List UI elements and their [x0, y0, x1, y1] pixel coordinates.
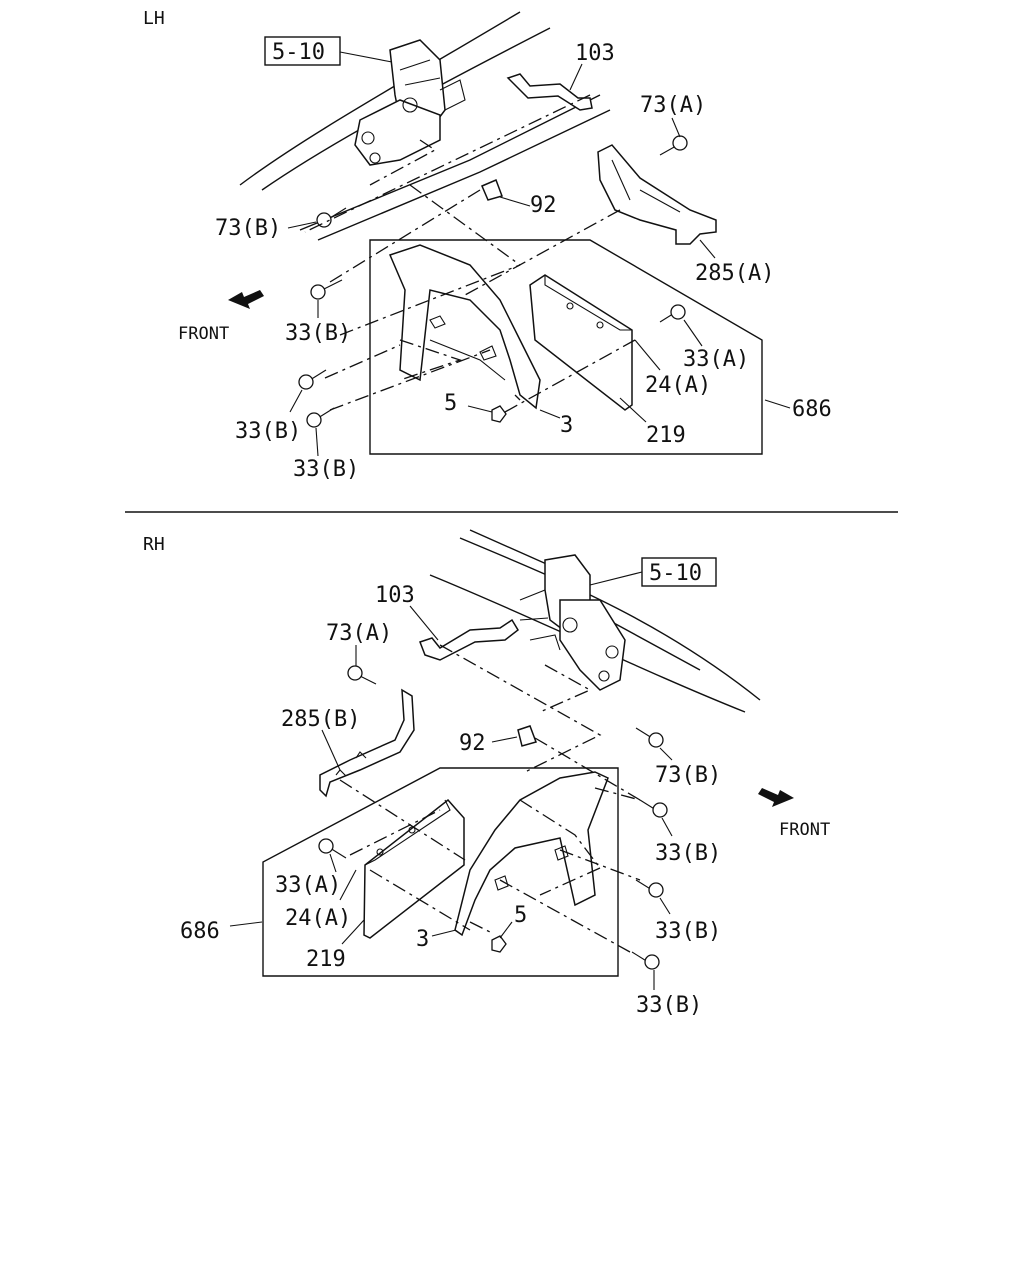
lh-callout-103: 103 — [575, 41, 615, 66]
rh-bolt-33b-1 — [639, 799, 668, 818]
lh-callout-73b: 73(B) — [215, 216, 281, 241]
rh-callout-73b: 73(B) — [655, 763, 721, 788]
rh-bolt-33a — [318, 838, 347, 859]
lh-bolt-73a — [659, 135, 688, 156]
rh-bracket-285b — [319, 688, 415, 798]
lh-engine-mount-bracket — [354, 39, 466, 166]
lh-mudguard-bracket-3 — [388, 244, 541, 410]
rh-bolt-33b-2 — [635, 879, 664, 898]
rh-section: RH — [143, 529, 830, 1018]
lh-bolt-33b-1 — [310, 279, 343, 300]
rh-bolt-33b-3 — [631, 951, 660, 970]
lh-callout-219: 219 — [646, 423, 686, 448]
rh-mudguard-plate-219 — [363, 798, 465, 939]
rh-callout-3: 3 — [416, 927, 429, 952]
lh-frame-rail — [239, 11, 611, 241]
lh-clip-92 — [481, 179, 503, 201]
rh-leader-lines — [229, 605, 673, 990]
lh-callout-33b-3: 33(B) — [293, 457, 359, 482]
rh-bracket-103 — [419, 618, 519, 661]
lh-nut-5 — [491, 405, 507, 423]
lh-callout-73a: 73(A) — [640, 93, 706, 118]
lh-front-label: FRONT — [178, 324, 229, 344]
lh-mudguard-plate-219 — [529, 274, 633, 411]
lh-callout-5: 5 — [444, 391, 457, 416]
lh-callout-3: 3 — [560, 413, 573, 438]
rh-front-arrow-icon — [758, 788, 794, 807]
rh-callout-73a: 73(A) — [326, 621, 392, 646]
rh-mudguard-bracket-3 — [454, 771, 609, 937]
rh-callout-5: 5 — [514, 903, 527, 928]
rh-clip-92 — [517, 725, 537, 747]
rh-callout-33a: 33(A) — [275, 873, 341, 898]
lh-callout-33a: 33(A) — [683, 347, 749, 372]
lh-bracket-285a — [597, 144, 717, 245]
rh-bolt-73b — [635, 727, 664, 748]
rh-callout-33b-1: 33(B) — [655, 841, 721, 866]
rh-callout-219: 219 — [306, 947, 346, 972]
rh-callout-33b-2: 33(B) — [655, 919, 721, 944]
lh-callout-92: 92 — [530, 193, 557, 218]
lh-ref-box — [264, 36, 341, 66]
lh-callout-33b-1: 33(B) — [285, 321, 351, 346]
lh-bracket-103 — [506, 73, 593, 111]
rh-bolt-73a — [347, 665, 377, 685]
rh-engine-mount-bracket — [519, 554, 626, 691]
lh-bolt-33a — [659, 304, 686, 323]
rh-assembly-box-686 — [262, 767, 619, 977]
rh-callout-686: 686 — [180, 919, 220, 944]
lh-callout-686: 686 — [792, 397, 832, 422]
rh-ref-box-label: 5-10 — [649, 561, 702, 586]
lh-callout-33b-2: 33(B) — [235, 419, 301, 444]
lh-bolt-33b-3 — [306, 407, 335, 428]
rh-front-label: FRONT — [779, 820, 830, 840]
lh-ref-box-label: 5-10 — [272, 40, 325, 65]
lh-front-arrow-icon — [228, 290, 264, 309]
lh-callout-24a: 24(A) — [645, 373, 711, 398]
lh-assembly-box-686 — [369, 239, 763, 455]
lh-bolt-73b — [316, 207, 347, 228]
rh-section-label: RH — [143, 534, 165, 555]
rh-callout-33b-3: 33(B) — [636, 993, 702, 1018]
lh-section-label: LH — [143, 8, 165, 29]
rh-callout-103: 103 — [375, 583, 415, 608]
lh-bolt-33b-2 — [298, 369, 327, 390]
lh-callout-285a: 285(A) — [695, 261, 774, 286]
rh-alignment-lines — [339, 644, 641, 953]
rh-callout-92: 92 — [459, 731, 486, 756]
lh-section: LH — [143, 8, 832, 482]
rh-callout-24a: 24(A) — [285, 906, 351, 931]
rh-callout-285b: 285(B) — [281, 707, 360, 732]
rh-nut-5 — [491, 935, 507, 953]
lh-leader-lines — [287, 63, 791, 457]
